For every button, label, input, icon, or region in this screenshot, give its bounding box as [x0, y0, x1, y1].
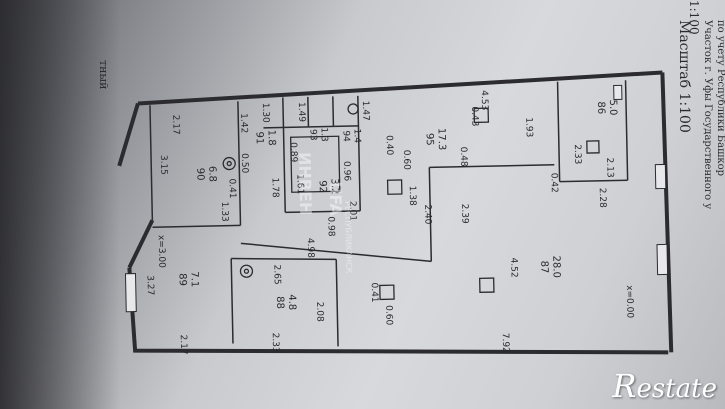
dim-label: 0.42 [548, 173, 558, 193]
dim-label: 4.98 [305, 238, 315, 259]
dim-label: 0.48 [458, 147, 468, 168]
dim-label: 2.33 [572, 144, 582, 164]
room-94-number: 94 [341, 130, 351, 142]
bti-stamp: ИНВЕН UFA РЕСПУБЛИКАНСК [295, 152, 354, 274]
dim-label: 1.49 [296, 102, 306, 123]
dim-label: 0.41 [369, 282, 379, 302]
room-90-area: 6.8 [206, 166, 217, 182]
room-labels: 90 6.8 91 1.8 92 3.2 93 1.3 94 1.4 95 17… [176, 99, 618, 310]
dim-label: 1.30 [260, 103, 270, 124]
room-88-area: 4.8 [286, 294, 297, 310]
dim-label: 4.53 [479, 90, 489, 110]
room-87-number: 87 [538, 261, 549, 274]
dim-label: 7.92 [500, 333, 510, 353]
dim-label: 2.08 [314, 302, 324, 323]
dim-label: 0.41 [227, 178, 237, 198]
dim-label: 0.89 [288, 142, 298, 163]
dim-label: 0.98 [325, 216, 335, 237]
dim-label: 1.38 [407, 186, 417, 207]
dim-label: 2.33 [270, 333, 280, 353]
dim-label: 2.40 [422, 204, 432, 225]
dim-label: 0.50 [239, 153, 249, 174]
stamp-line-3: РЕСПУБЛИКАНСК [343, 201, 354, 274]
dim-label: 2.28 [597, 188, 607, 209]
room-92-area: 3.2 [329, 178, 340, 194]
room-91-area: 1.8 [266, 130, 277, 146]
left-fragment: тный [97, 60, 110, 90]
room-86-area: 5.0 [607, 99, 618, 115]
dim-label: 1.47 [360, 101, 370, 121]
dim-label: 3.15 [158, 155, 168, 175]
room-89-area: 7.1 [188, 271, 199, 287]
watermark-initial: R [612, 367, 637, 405]
dim-label: 2.01 [347, 201, 357, 221]
room-95-number: 95 [424, 133, 435, 146]
watermark-rest: estate [636, 374, 717, 404]
side-annotations: Масштаб 1:100 Участок г. Уфы Государстве… [97, 0, 725, 209]
dim-label: 2.13 [604, 158, 614, 178]
dim-label: 3.27 [145, 275, 155, 295]
authority-line-2: по учету Республики Башкор [715, 20, 725, 176]
fixtures [222, 103, 600, 301]
dim-label: 1.33 [219, 202, 229, 222]
dim-label: 4.52 [508, 258, 518, 278]
dimension-labels: 2.17 3.15 1.42 1.30 1.49 1.47 4.53 1.93 … [145, 90, 635, 355]
room-89-number: 89 [176, 273, 187, 286]
scale-label: Масштаб 1:100 [676, 20, 692, 133]
dim-label: 1.42 [238, 113, 248, 133]
corner-scale: 1:100 [687, 0, 701, 35]
photo-shadow [0, 0, 120, 409]
dim-label: 1.78 [270, 178, 280, 199]
dim-label: 1.61 [294, 174, 304, 194]
dim-label: 0.60 [383, 305, 393, 326]
dim-label: 2.65 [271, 264, 281, 284]
dim-label: x=3.00 [156, 235, 167, 268]
dim-label: 2.39 [459, 204, 469, 225]
dim-label: 0.60 [401, 150, 411, 171]
dim-label: 0.40 [384, 135, 394, 156]
dim-label: 2.17 [178, 334, 188, 354]
dim-label: 1.93 [523, 117, 533, 137]
windows [124, 84, 669, 313]
stamp-line-2: UFA [326, 181, 346, 216]
dim-label: 0.43 [469, 106, 479, 126]
room-93-number: 93 [307, 129, 317, 141]
stamp-line-1: ИНВЕН [295, 152, 315, 216]
inner-walls [149, 80, 629, 347]
room-92-number: 92 [317, 180, 328, 193]
room-86-number: 86 [595, 101, 606, 114]
room-91-number: 91 [254, 131, 265, 144]
authority-line-1: Участок г. Уфы Государственного у [702, 20, 713, 209]
room-93-area: 1.3 [318, 127, 328, 142]
room-87-area: 28.0 [550, 256, 561, 278]
room-95-area: 17.3 [436, 128, 447, 150]
dim-label: x=0.00 [624, 285, 635, 318]
room-90-number: 90 [194, 168, 205, 181]
dim-label: 0.96 [341, 161, 351, 182]
room-88-number: 88 [274, 296, 285, 309]
room-94-area: 1.4 [351, 129, 361, 144]
restate-watermark: Restate [612, 367, 717, 405]
dim-label: 2.17 [170, 115, 180, 135]
